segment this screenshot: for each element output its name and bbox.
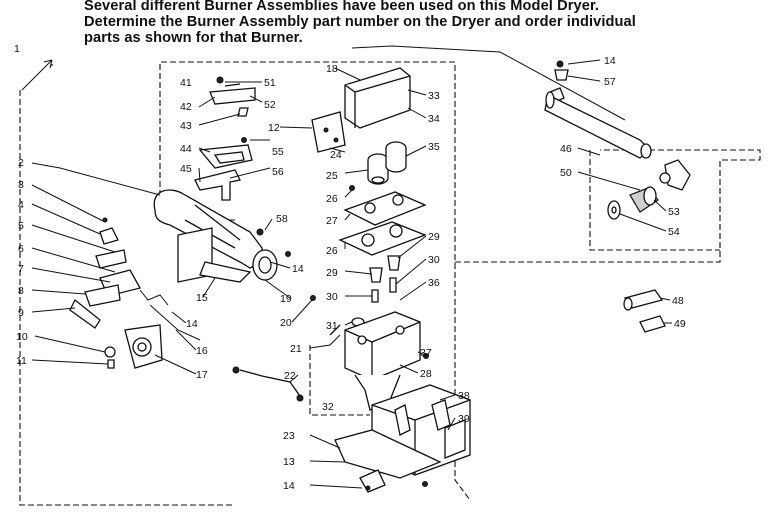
label-14b: 14 xyxy=(186,318,198,330)
label-30a: 30 xyxy=(326,291,338,303)
label-2: 2 xyxy=(18,157,24,169)
orifice-outline xyxy=(455,149,761,263)
label-23: 23 xyxy=(283,430,295,442)
label-19: 19 xyxy=(280,293,292,305)
burner-tube xyxy=(153,189,278,283)
gas-valve xyxy=(329,311,421,411)
label-22: 22 xyxy=(284,370,296,382)
label-37: 37 xyxy=(420,347,432,359)
label-14a: 14 xyxy=(292,263,304,275)
valve-outline xyxy=(309,345,370,416)
label-9: 9 xyxy=(18,307,24,319)
label-34: 34 xyxy=(428,113,440,125)
igniter-bracket xyxy=(311,67,411,153)
label-1: 1 xyxy=(14,43,20,55)
orifice-box xyxy=(589,150,720,251)
label-8: 8 xyxy=(18,285,24,297)
base-plate xyxy=(334,429,442,493)
label-38: 38 xyxy=(458,390,470,402)
screw-58 xyxy=(256,228,264,236)
corner-arrow xyxy=(21,59,53,91)
label-57: 57 xyxy=(604,76,616,88)
label-53: 53 xyxy=(668,206,680,218)
label-6: 6 xyxy=(18,243,24,255)
label-49: 49 xyxy=(674,318,686,330)
label-26b: 26 xyxy=(326,245,338,257)
label-41: 41 xyxy=(180,77,192,89)
label-10: 10 xyxy=(16,331,28,343)
label-48: 48 xyxy=(672,295,684,307)
label-58: 58 xyxy=(276,213,288,225)
label-14d: 14 xyxy=(604,55,616,67)
valve-coils xyxy=(367,141,407,185)
note-line-2: Determine the Burner Assembly part numbe… xyxy=(84,14,636,30)
spare-parts xyxy=(623,289,666,333)
label-27: 27 xyxy=(326,215,338,227)
gasket-plates xyxy=(338,185,427,256)
label-35: 35 xyxy=(428,141,440,153)
label-7: 7 xyxy=(18,263,24,275)
label-45: 45 xyxy=(180,163,192,175)
label-28: 28 xyxy=(420,368,432,380)
note-line-1: Several different Burner Assemblies have… xyxy=(84,0,600,14)
label-32: 32 xyxy=(322,401,334,413)
label-33: 33 xyxy=(428,90,440,102)
label-30b: 30 xyxy=(428,254,440,266)
label-13: 13 xyxy=(283,456,295,468)
plungers xyxy=(351,255,401,327)
label-18: 18 xyxy=(326,63,338,75)
orifice-assembly xyxy=(544,60,691,220)
label-55: 55 xyxy=(272,146,284,158)
label-42: 42 xyxy=(180,101,192,113)
label-31: 31 xyxy=(326,320,338,332)
label-24: 24 xyxy=(330,149,342,161)
ignitor-parts xyxy=(69,217,201,369)
label-12: 12 xyxy=(268,122,280,134)
label-26a: 26 xyxy=(326,193,338,205)
label-4: 4 xyxy=(18,199,24,211)
burner-outline-left xyxy=(19,64,235,506)
label-51: 51 xyxy=(264,77,276,89)
label-25: 25 xyxy=(326,170,338,182)
label-3: 3 xyxy=(18,179,24,191)
screw-14 xyxy=(285,251,291,257)
label-20: 20 xyxy=(280,317,292,329)
label-52: 52 xyxy=(264,99,276,111)
screw-20 xyxy=(310,295,316,301)
callout-labels: 1 2 3 4 5 6 7 8 9 10 11 41 42 43 44 45 5… xyxy=(14,43,686,492)
label-5: 5 xyxy=(18,220,24,232)
label-46: 46 xyxy=(560,143,572,155)
label-17: 17 xyxy=(196,369,208,381)
label-16: 16 xyxy=(196,345,208,357)
wire-harness xyxy=(239,369,301,397)
note-leader xyxy=(351,45,626,121)
note-line-3: parts as shown for that Burner. xyxy=(84,30,303,46)
bracket-group xyxy=(194,76,256,201)
label-14c: 14 xyxy=(283,480,295,492)
label-29b: 29 xyxy=(428,231,440,243)
label-21: 21 xyxy=(290,343,302,355)
label-54: 54 xyxy=(668,226,680,238)
leader-lines xyxy=(31,59,672,489)
label-15: 15 xyxy=(196,292,208,304)
label-43: 43 xyxy=(180,120,192,132)
label-56: 56 xyxy=(272,166,284,178)
instruction-note: Several different Burner Assemblies have… xyxy=(84,0,774,46)
label-29a: 29 xyxy=(326,267,338,279)
burner-outline-top xyxy=(159,61,471,501)
label-11: 11 xyxy=(16,355,27,367)
label-50: 50 xyxy=(560,167,572,179)
label-36: 36 xyxy=(428,277,440,289)
label-39: 39 xyxy=(458,413,470,425)
label-44: 44 xyxy=(180,143,192,155)
